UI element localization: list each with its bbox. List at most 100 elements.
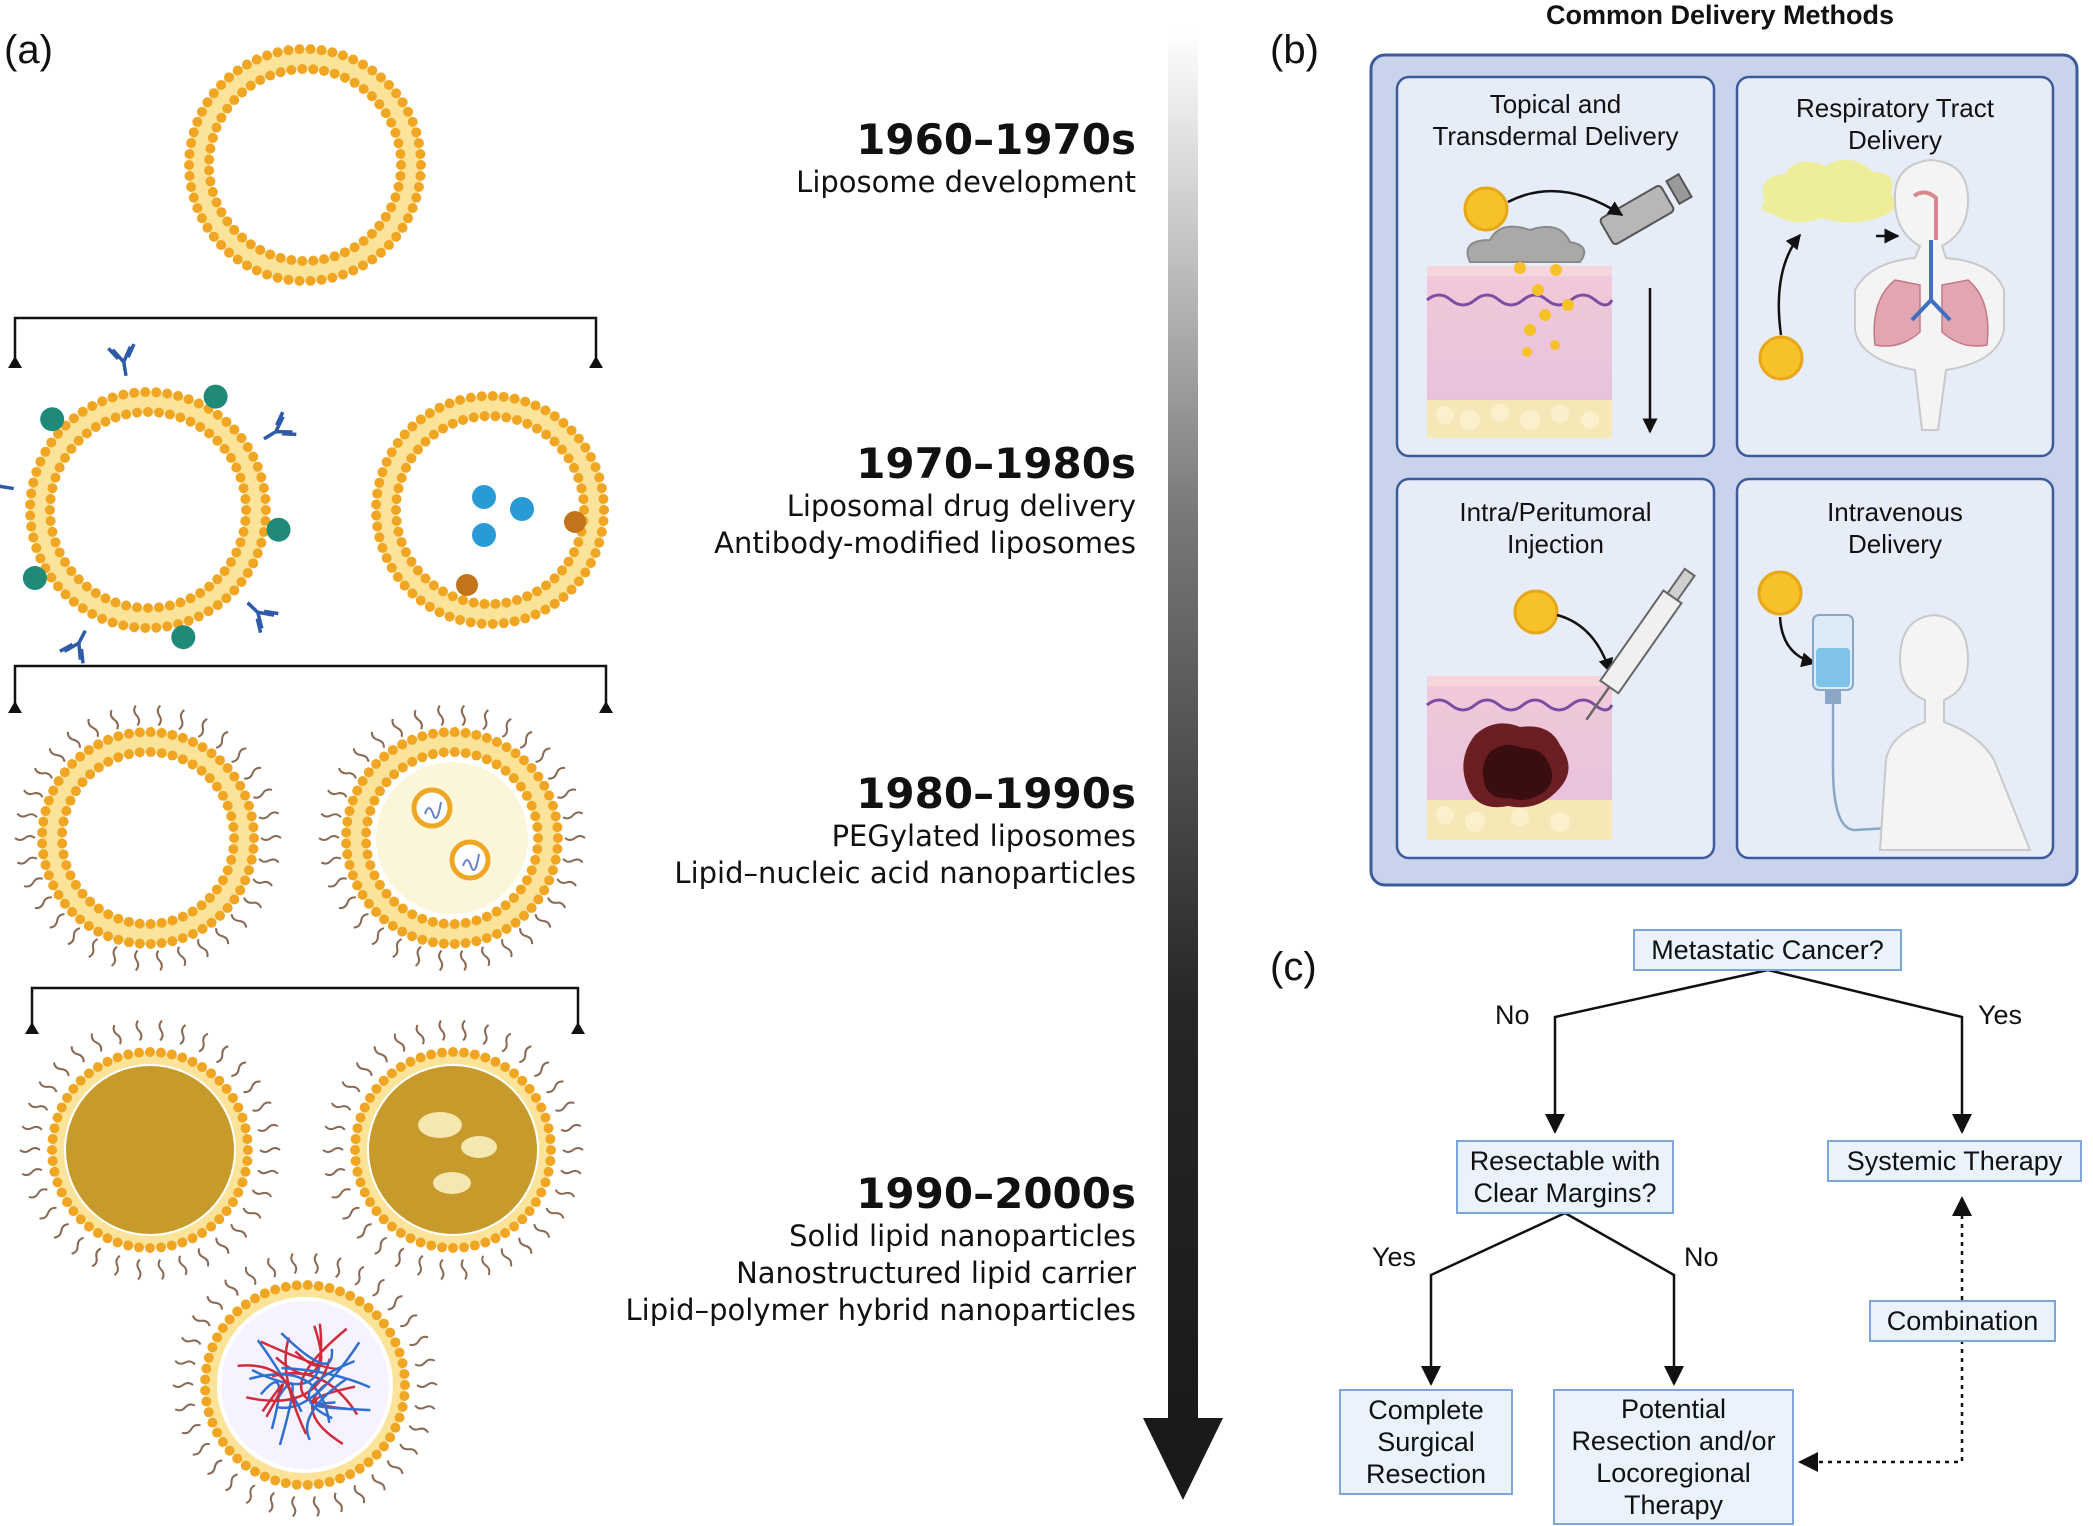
- box-text: Resectable with: [1469, 1146, 1661, 1176]
- lipid-head: [153, 407, 164, 418]
- peg-chain: [49, 913, 65, 929]
- peg-chain: [66, 731, 81, 748]
- lipid-head: [134, 747, 145, 758]
- lipid-head: [93, 762, 104, 773]
- lipid-head: [365, 805, 376, 816]
- peg-chain: [482, 1024, 490, 1046]
- lipid-head: [53, 889, 64, 900]
- peg-chain: [158, 1019, 164, 1042]
- nucleic-acid-complex: [411, 787, 453, 829]
- peg-chain: [320, 812, 342, 818]
- lipid-head: [585, 557, 596, 568]
- card-title-line: Intravenous: [1827, 497, 1963, 527]
- lipid-head: [280, 1281, 291, 1292]
- lipid-head: [596, 483, 607, 494]
- peg-chain: [438, 949, 444, 972]
- lipid-head: [302, 1280, 313, 1291]
- lipid-head: [339, 247, 350, 258]
- lipid-head: [549, 436, 560, 447]
- lipid-nucleic-acid-nanoparticle: [318, 704, 586, 972]
- panel-label-c: (c): [1270, 945, 1317, 989]
- lipid-head: [498, 391, 509, 402]
- lipid-head: [449, 747, 460, 758]
- lipid-head: [107, 617, 118, 628]
- peg-chain: [371, 1474, 386, 1491]
- lipid-head: [260, 493, 271, 504]
- lipid-head: [156, 748, 167, 759]
- lipid-head: [415, 171, 426, 182]
- lipid-head: [308, 255, 319, 266]
- lipid-head: [526, 763, 537, 774]
- lipid-head: [256, 472, 267, 483]
- lipid-head: [481, 754, 492, 765]
- lipid-head: [379, 751, 390, 762]
- lipid-head: [594, 537, 605, 548]
- lipid-head: [468, 597, 479, 608]
- lipid-head: [397, 762, 408, 773]
- lipid-head: [406, 556, 417, 567]
- lipid-head: [515, 781, 526, 792]
- lipid-head: [67, 906, 78, 917]
- lipid-head: [221, 1083, 232, 1094]
- peg-chain: [192, 1442, 210, 1456]
- lipid-head: [438, 918, 449, 929]
- lipid-head: [549, 598, 560, 609]
- lipid-head: [337, 50, 348, 61]
- box-resectable: Resectable with Clear Margins?: [1456, 1140, 1674, 1214]
- lipid-head: [412, 565, 423, 576]
- peg-chain: [414, 1358, 436, 1367]
- lipid-head: [519, 910, 530, 921]
- lipid-head: [26, 488, 37, 499]
- lipid-head: [517, 1214, 528, 1225]
- peg-chain: [353, 1485, 366, 1504]
- polymer-chain: [260, 1381, 281, 1430]
- lipid-head: [400, 1380, 410, 1390]
- polymer-chain: [284, 1337, 308, 1435]
- peg-chain: [324, 1125, 346, 1131]
- lipid-head: [407, 756, 418, 767]
- arrow: [1507, 189, 1624, 217]
- lipid-head: [187, 759, 198, 770]
- lipid-head: [224, 72, 235, 83]
- lipid-head: [242, 1155, 253, 1166]
- lipid-head: [37, 838, 48, 849]
- peg-chain: [519, 928, 534, 945]
- lipid-head: [242, 59, 252, 70]
- lipid-head: [47, 526, 58, 537]
- lipid-head: [100, 416, 111, 427]
- lipid-head: [541, 580, 552, 591]
- lipid-head: [166, 1240, 177, 1251]
- bilayer-tails: [188, 48, 422, 282]
- lipid-head: [134, 727, 145, 738]
- lipid-head: [305, 275, 316, 286]
- lipid-head: [520, 613, 531, 624]
- lipid-head: [379, 914, 390, 925]
- lipid-head: [406, 453, 417, 464]
- lipid-head: [469, 1240, 480, 1251]
- lipid-head: [217, 790, 228, 801]
- monolayer-tails: [355, 1052, 551, 1248]
- lipid-head: [390, 1337, 401, 1348]
- lipid-head: [217, 1323, 228, 1334]
- lipid-head: [255, 244, 266, 255]
- lipid-head: [358, 59, 368, 70]
- lipid-head: [58, 849, 69, 860]
- lipid-head: [394, 1347, 405, 1358]
- lipid-head: [206, 1221, 217, 1232]
- lipid-head: [113, 731, 124, 742]
- lipid-head: [250, 1466, 260, 1477]
- lipid-head: [357, 889, 368, 900]
- lipid-head: [97, 613, 108, 624]
- lipid-head: [385, 1432, 396, 1443]
- lipid-head: [258, 527, 269, 538]
- lipid-head: [397, 97, 408, 108]
- arrow: [1556, 613, 1614, 674]
- polymer-chain: [256, 1339, 303, 1413]
- peg-chain: [460, 704, 466, 727]
- lipid-head: [458, 595, 469, 606]
- core: [376, 762, 528, 914]
- peg-chain: [23, 877, 43, 888]
- bracket-tip: [8, 356, 22, 368]
- lipid-head: [511, 414, 522, 425]
- peg-chain: [291, 1495, 297, 1518]
